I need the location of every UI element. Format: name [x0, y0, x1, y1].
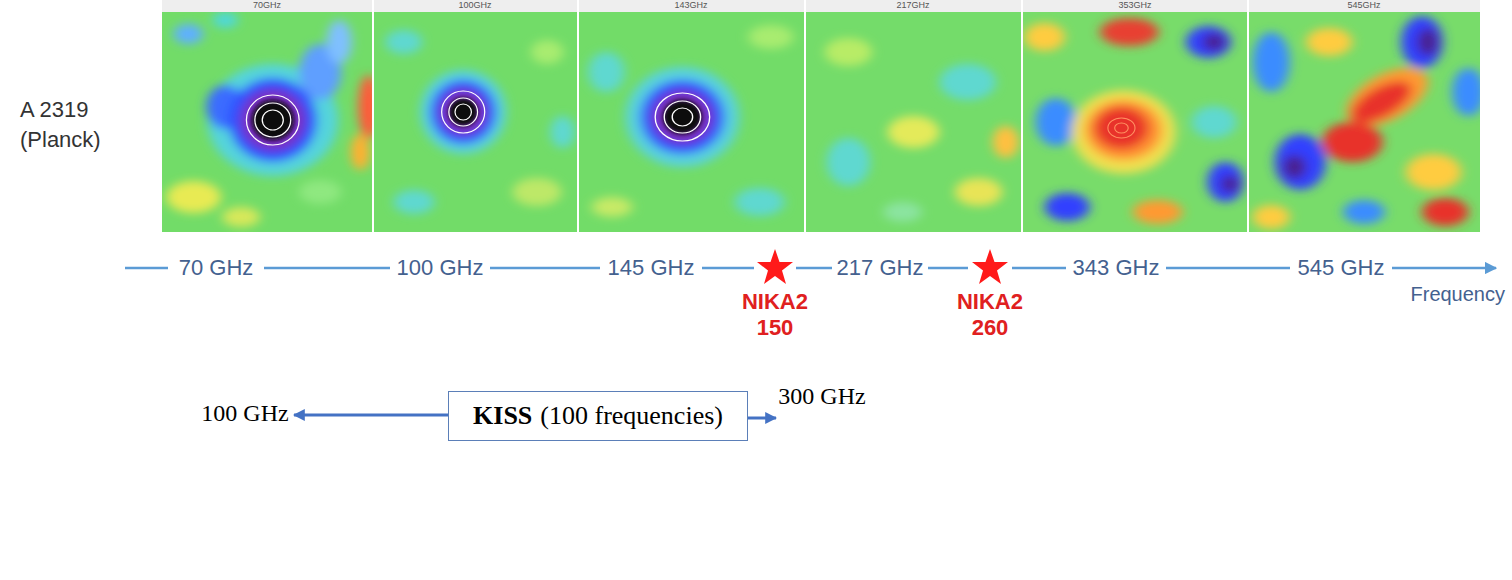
band-value: 150 [757, 316, 794, 340]
panel-separator [373, 0, 1248, 232]
instrument-name: NIKA2 [742, 290, 808, 314]
axis-tick-label: 217 GHz [837, 256, 924, 280]
range-limit: 300 GHz [778, 383, 865, 409]
axis-title: Frequency [1411, 283, 1506, 305]
axis-tick-label: 545 GHz [1298, 256, 1385, 280]
panel-title: 545GHz [1347, 1, 1380, 11]
instrument-name: NIKA2 [957, 290, 1023, 314]
panel-title: 353GHz [1118, 1, 1151, 11]
instrument-name: KISS [473, 402, 532, 431]
instrument-name: (Planck) [20, 128, 101, 152]
map-panel [162, 12, 379, 232]
star-marker [757, 249, 1008, 284]
map-panel [578, 12, 805, 232]
map-panel [1022, 12, 1248, 232]
process-box: KISS (100 frequencies) [448, 391, 748, 441]
panel-title: 100GHz [458, 1, 491, 11]
map-panel [1248, 12, 1485, 232]
range-arrow [748, 417, 776, 420]
map-panel [373, 12, 578, 232]
frequency-axis [125, 267, 1496, 270]
map-panel [805, 12, 1022, 232]
panel-title: 70GHz [253, 1, 281, 11]
panel-title: 217GHz [896, 1, 929, 11]
cluster-name: A 2319 [20, 98, 89, 122]
title-strip [162, 0, 1480, 12]
box-text: (100 frequencies) [540, 402, 723, 431]
band-value: 260 [972, 316, 1009, 340]
range-limit: 100 GHz [201, 400, 288, 426]
panel-title: 143GHz [674, 1, 707, 11]
axis-tick-label: 100 GHz [397, 256, 484, 280]
range-arrow [294, 414, 448, 417]
axis-tick-label: 145 GHz [608, 256, 695, 280]
axis-tick-label: 70 GHz [179, 256, 254, 280]
axis-tick-label: 343 GHz [1073, 256, 1160, 280]
